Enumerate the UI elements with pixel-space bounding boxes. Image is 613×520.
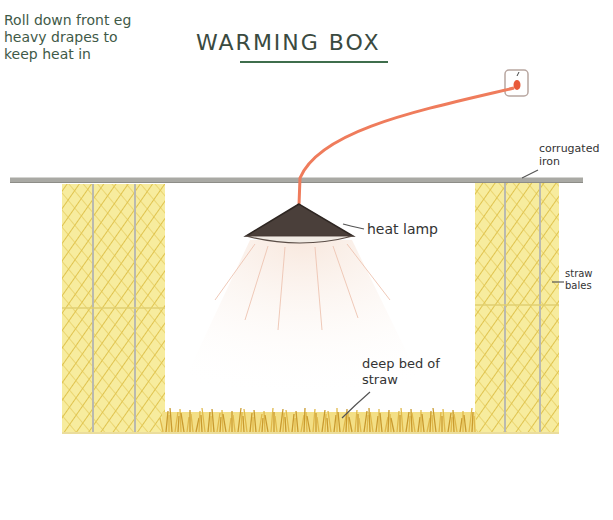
floor-line (62, 432, 559, 434)
plug (514, 80, 521, 90)
lamp-bulb (246, 236, 353, 243)
leader-line (522, 170, 538, 178)
part-label: corrugated iron (539, 142, 609, 168)
leader-line (552, 281, 564, 282)
heat-lamp (246, 204, 353, 236)
straw-bale-stack (475, 182, 559, 432)
straw-bed (160, 408, 476, 432)
leader-line (342, 392, 370, 418)
part-label: deep bed of straw (362, 356, 452, 387)
title-underline (240, 61, 388, 63)
straw-bale-stack (62, 184, 165, 432)
corrugated-iron-roof (10, 178, 583, 183)
heat-rays (215, 244, 390, 330)
power-cord (299, 88, 514, 205)
note-text: Roll down front eg heavy drapes to keep … (4, 12, 154, 62)
diagram-title: WARMING BOX (196, 30, 381, 56)
roof-edge (10, 182, 583, 183)
part-label: heat lamp (367, 221, 467, 238)
part-label: straw bales (565, 268, 609, 292)
power-socket (505, 70, 528, 96)
leader-line (343, 224, 364, 229)
